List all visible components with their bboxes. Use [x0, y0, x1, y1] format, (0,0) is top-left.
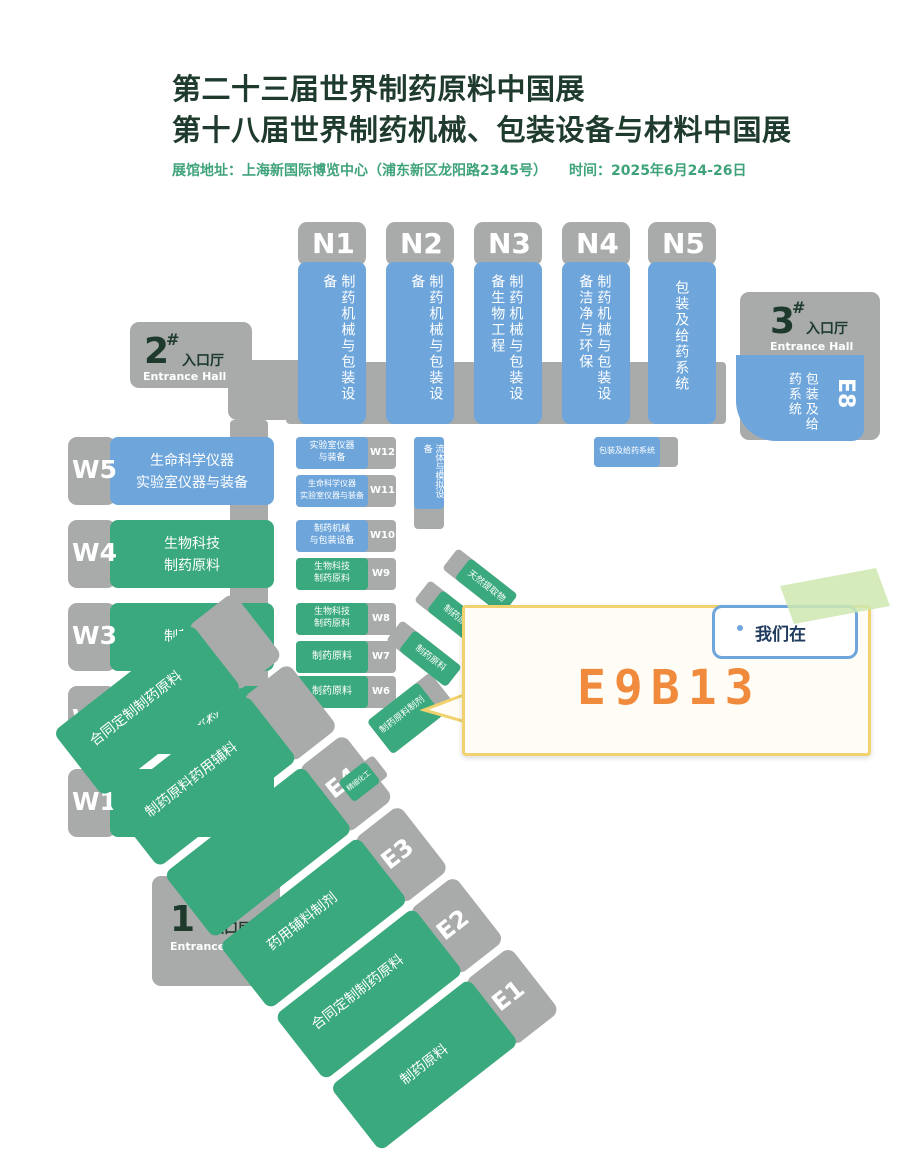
hall-n3-desc: 制药机械与包装设备生物工程 [489, 274, 524, 402]
hall-n5-desc: 包装及给药系统 [673, 280, 690, 392]
hall-n1[interactable] [298, 262, 366, 424]
hall-w4[interactable] [110, 520, 274, 588]
hall-e6-small-desc: 流体与模拟设备 [421, 444, 444, 498]
entrance-3-en: Entrance Hall [770, 340, 854, 353]
hall-e6-small[interactable] [414, 437, 444, 509]
hall-w5[interactable] [110, 437, 274, 505]
hall-w11-line2: 实验室仪器与装备 [300, 491, 364, 500]
bubble-dot-icon [737, 625, 743, 631]
hall-w9[interactable] [296, 558, 368, 590]
hall-w4-line1: 生物科技 [164, 536, 220, 552]
hall-n2-code: N2 [400, 227, 443, 260]
entrance-2-number: 2 [144, 331, 170, 372]
hall-n1-top [298, 222, 366, 266]
hall-w5-tab [68, 437, 116, 505]
hall-e8-code: E8 [833, 378, 858, 409]
hall-w10-code: W10 [370, 530, 395, 541]
hall-w12-line2: 与装备 [318, 453, 346, 463]
hall-w8-code: W8 [372, 613, 390, 624]
hall-w8-line1: 生物科技 [313, 607, 350, 617]
hall-w3-code: W3 [72, 621, 117, 650]
hall-e7-small[interactable] [594, 437, 660, 467]
hall-w10-line2: 与包装设备 [309, 536, 355, 546]
hall-w7-code: W7 [372, 651, 390, 662]
page-title: 第二十三届世界制药原料中国展 [172, 72, 586, 106]
hall-w11-line1: 生命科学仪器 [308, 479, 356, 488]
hall-n4-code: N4 [576, 227, 619, 260]
entrance-3-number: 3 [770, 301, 796, 342]
hall-w9-code: W9 [372, 568, 390, 579]
hall-n2[interactable] [386, 262, 454, 424]
hall-w7[interactable] [296, 641, 368, 673]
hall-w6-code: W6 [372, 686, 390, 697]
hall-n5[interactable] [648, 262, 716, 424]
hall-w12-code: W12 [370, 447, 395, 458]
hall-w4-line2: 制药原料 [164, 558, 220, 574]
entrance-2-sup: # [166, 330, 180, 349]
hall-n2-desc: 制药机械与包装设备 [409, 274, 444, 402]
hall-n4-desc: 制药机械与包装设备洁净与环保 [577, 274, 612, 402]
tape-decoration-icon [780, 568, 890, 624]
hall-w12[interactable] [296, 437, 368, 469]
event-time: 时间：2025年6月24-26日 [568, 163, 747, 179]
hall-w11-code: W11 [370, 485, 395, 496]
entrance-2-en: Entrance Hall [143, 370, 227, 383]
hall-w5-line1: 生命科学仪器 [150, 453, 234, 469]
hall-n4[interactable] [562, 262, 630, 424]
hall-e8-desc: 包装及给药系统 [785, 372, 818, 432]
hall-w4-code: W4 [72, 538, 117, 567]
hall-w10[interactable] [296, 520, 368, 552]
hall-n3-code: N3 [488, 227, 531, 260]
hall-w10-line1: 制药机械 [313, 524, 350, 534]
hall-n1-desc: 制药机械与包装设备 [321, 274, 356, 402]
entrance-2-block[interactable] [130, 322, 252, 388]
bubble-text: 我们在 [755, 625, 806, 645]
hall-w8[interactable] [296, 603, 368, 635]
hall-w8-line2: 制药原料 [313, 619, 350, 629]
hall-w9-line2: 制药原料 [313, 574, 350, 584]
booth-number: E9B13 [577, 660, 762, 716]
hall-n4-top [562, 222, 630, 266]
hall-n1-code: N1 [312, 227, 355, 260]
hall-e8[interactable] [736, 355, 864, 441]
page-subtitle: 第十八届世界制药机械、包装设备与材料中国展 [172, 113, 792, 147]
entrance-3-sup: # [792, 298, 806, 317]
hall-w7-line1: 制药原料 [312, 651, 352, 662]
entrance-3-label: 入口厅 [806, 321, 848, 337]
entrance-2-label: 入口厅 [182, 353, 224, 369]
hall-w9-line1: 生物科技 [313, 562, 350, 572]
hall-w5-line2: 实验室仪器与装备 [136, 475, 248, 491]
hall-w12-line1: 实验室仪器 [309, 441, 355, 451]
event-info: 展馆地址：上海新国际博览中心（浦东新区龙阳路2345号） 时间：2025年6月24… [172, 160, 768, 180]
hall-n3-top [474, 222, 542, 266]
hall-n5-code: N5 [662, 227, 705, 260]
hall-w6-line1: 制药原料 [312, 686, 352, 697]
venue-address: 展馆地址：上海新国际博览中心（浦东新区龙阳路2345号） [172, 163, 547, 179]
hall-w11[interactable] [296, 475, 368, 507]
hall-e7-small-desc: 包装及给药系统 [599, 446, 655, 455]
hall-w3-tab [68, 603, 116, 671]
hall-w5-code: W5 [72, 455, 117, 484]
hall-n5-top [648, 222, 716, 266]
hall-n2-top [386, 222, 454, 266]
hall-w4-tab [68, 520, 116, 588]
hall-n3[interactable] [474, 262, 542, 424]
